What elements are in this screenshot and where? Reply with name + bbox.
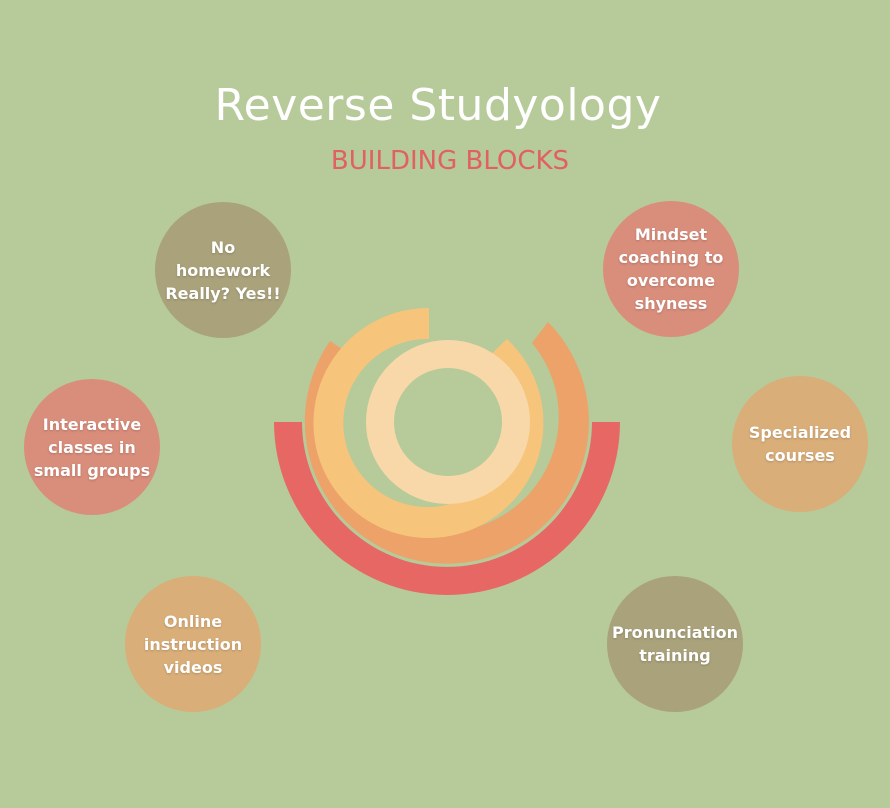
bubble-label: Specialized courses bbox=[748, 423, 852, 465]
bubble-interactive-classes: Interactive classes in small groups bbox=[24, 379, 160, 515]
page-title: Reverse Studyology bbox=[214, 80, 662, 131]
bubble-no-homework: No homework Really? Yes!! bbox=[155, 202, 291, 338]
bubble-online-videos: Online instruction videos bbox=[125, 576, 261, 712]
bubble-label: Mindset coaching to overcome shyness bbox=[618, 225, 724, 313]
bubble-label: Pronunciation training bbox=[611, 623, 739, 665]
bubble-label: Online instruction videos bbox=[143, 611, 243, 677]
bubble-label: Interactive classes in small groups bbox=[33, 414, 151, 480]
bubble-pronunciation-training: Pronunciation training bbox=[607, 576, 743, 712]
second-arc bbox=[304, 322, 589, 564]
bubble-label: No homework Really? Yes!! bbox=[165, 237, 281, 303]
bubble-mindset-coaching: Mindset coaching to overcome shyness bbox=[603, 201, 739, 337]
bubble-specialized-courses: Specialized courses bbox=[732, 376, 868, 512]
page-subtitle: BUILDING BLOCKS bbox=[330, 146, 570, 176]
inner-ring bbox=[366, 340, 530, 504]
outer-arc bbox=[274, 422, 620, 595]
